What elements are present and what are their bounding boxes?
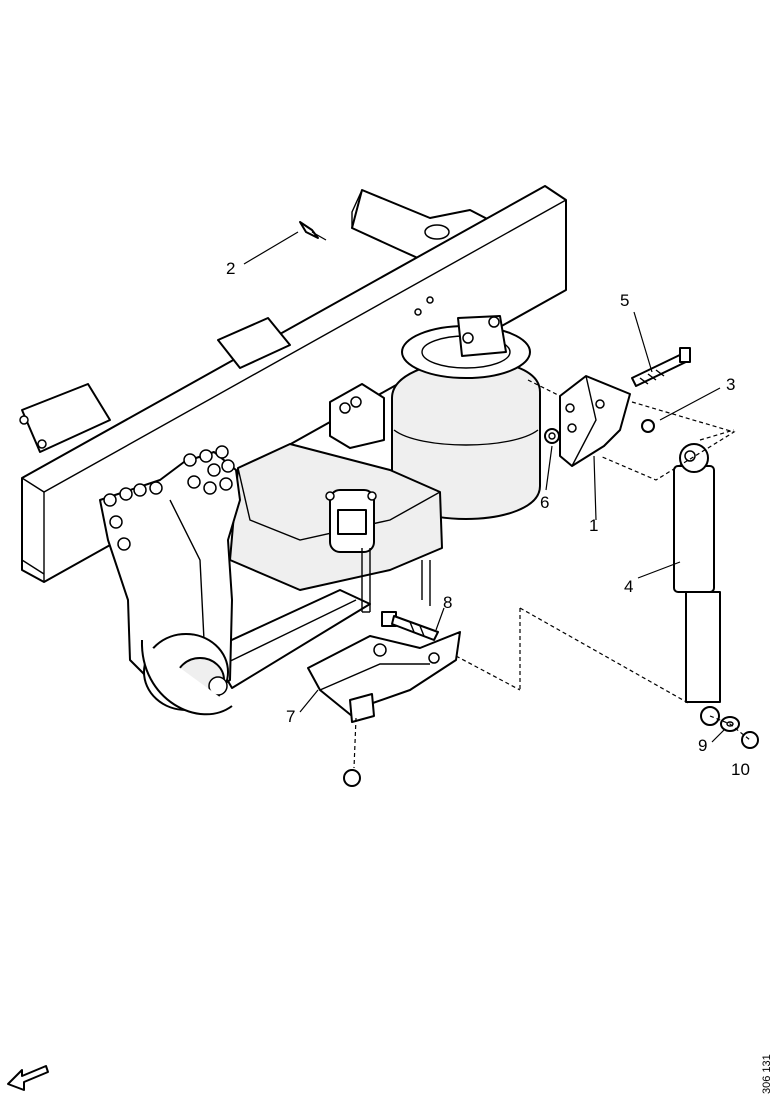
figure-code: 306 131 [761,1054,773,1094]
callout-4: 4 [624,577,633,596]
bolt-part-2 [299,221,327,241]
u-bolts [361,548,431,613]
axle-housing [229,443,443,591]
callout-leaders [243,231,725,743]
bolt-part-5 [631,347,691,387]
callout-9: 9 [698,736,707,755]
callout-2: 2 [226,259,235,278]
shock-absorber-lower-bracket-part-7 [307,631,461,723]
nut-part-10 [741,731,759,749]
air-spring-bellows [391,315,541,520]
callout-8: 8 [443,593,452,612]
shock-absorber-upper-bracket-part-1 [559,375,631,467]
callout-3: 3 [726,375,735,394]
callout-5: 5 [620,291,629,310]
callout-labels: 1 2 3 4 5 6 7 8 9 10 [226,259,750,779]
frame-cross-member-end [19,317,291,453]
callout-10: 10 [731,760,750,779]
bolt-part-8 [381,611,439,641]
spring-hanger-bracket [99,445,241,716]
nut-part-6 [544,428,560,444]
lower-bracket-nut [343,717,361,787]
front-direction-arrow-icon [7,1065,49,1091]
assembly-leader-lines [455,379,751,741]
nut-part-3 [641,419,655,433]
callout-1: 1 [589,516,598,535]
callout-6: 6 [540,493,549,512]
shock-absorber-part-4 [673,443,721,726]
callout-7: 7 [286,707,295,726]
air-spring-upper-bracket [329,383,385,449]
